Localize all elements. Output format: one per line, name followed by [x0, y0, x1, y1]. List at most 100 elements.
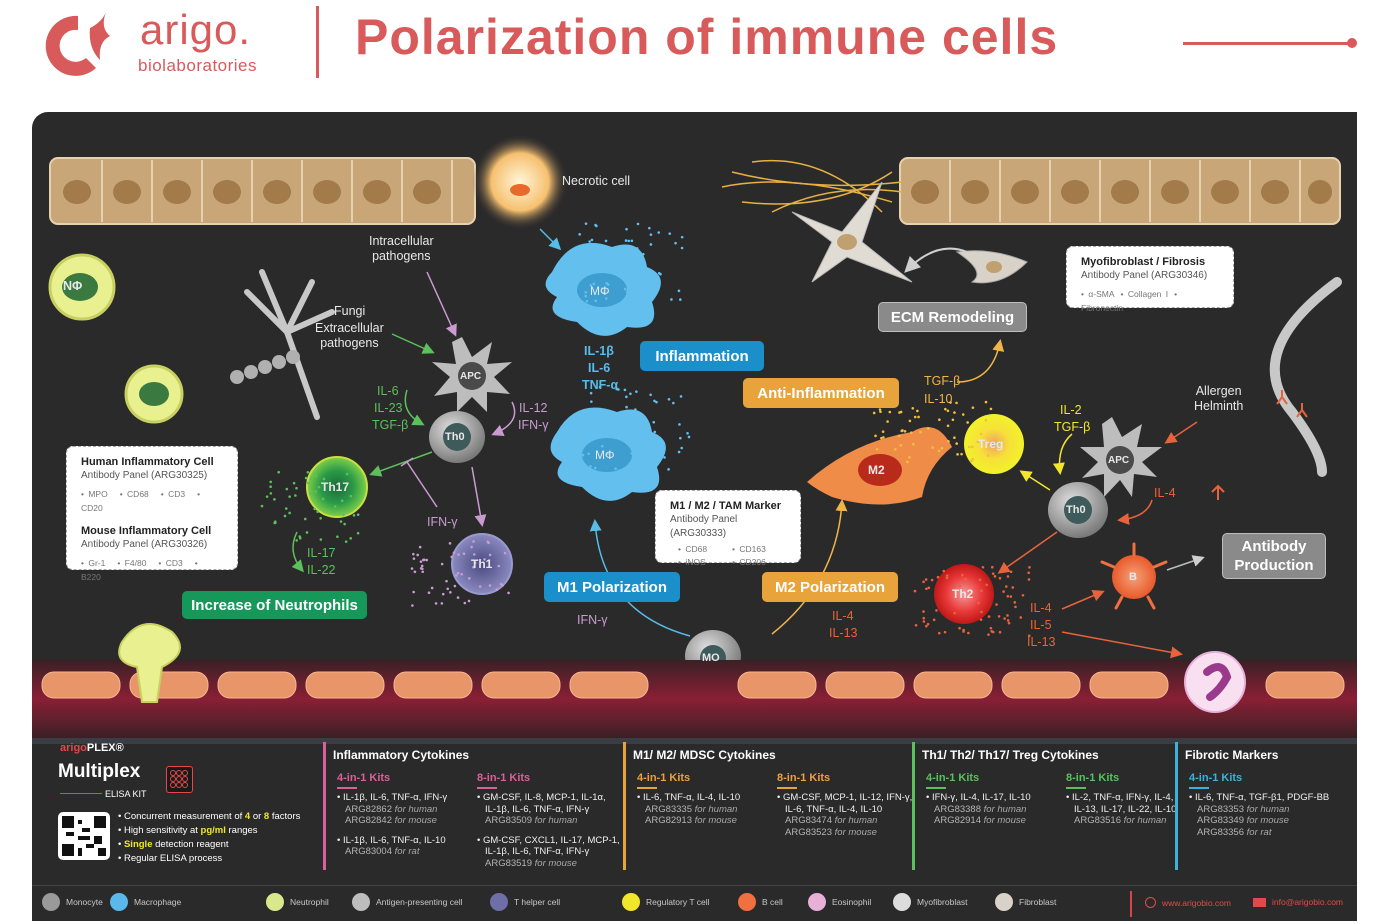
cytokine-dot: [874, 434, 877, 438]
cytokine-dot: [971, 594, 975, 598]
cytokine-dot: [349, 537, 352, 540]
extracellular-pathogens-label: Extracellular pathogens: [315, 321, 384, 350]
cytokine-dot: [680, 235, 684, 239]
kit-targets: • IL-1β, IL-6, TNF-α, IL-10: [337, 834, 446, 846]
email-link[interactable]: info@arigobio.com: [1253, 897, 1343, 907]
tam-marker-card: M1 / M2 / TAM Marker Antibody Panel (ARG…: [655, 490, 801, 567]
cytokine-dot: [680, 446, 684, 450]
cytokine-dot: [899, 410, 903, 414]
ifn-gamma-inhibition: [400, 457, 438, 508]
cytokine-dot: [635, 448, 639, 452]
cytokine-dot: [295, 539, 298, 542]
cytokine-dot: [602, 433, 606, 436]
cytokine-dot: [967, 445, 971, 449]
cytokine-dot: [298, 535, 302, 538]
th17-inducer-1: IL-6: [377, 384, 399, 398]
helminth: [1269, 277, 1342, 477]
cytokine-dot: [926, 622, 930, 626]
eosinophil-cell: [1184, 651, 1246, 713]
necrosis-to-macrophage-arrow: [539, 228, 562, 251]
catalog-number: ARG83474: [785, 815, 833, 826]
cytokine-dot: [460, 572, 463, 576]
th1-label: Th1: [471, 557, 493, 571]
kit-heading: 4-in-1 Kits: [637, 772, 691, 784]
cytokine-dot: [463, 601, 467, 605]
cytokine-dot: [989, 626, 993, 630]
column-title: M1/ M2/ MDSC Cytokines: [633, 748, 776, 762]
treg-icon: [622, 893, 640, 911]
cytokine-dot: [284, 507, 288, 510]
marker: • B220: [81, 558, 198, 582]
m1-cytokine-1: IL-1β: [584, 344, 614, 358]
cytokine-dot: [922, 580, 925, 584]
marker: • CD3: [158, 558, 183, 568]
th1-inducer-1: IL-12: [519, 401, 548, 415]
cytokine-dot: [633, 423, 636, 426]
cytokine-dot: [488, 553, 492, 557]
tam-panel-id: Antibody Panel (ARG30333): [670, 514, 738, 539]
cytokine-dot: [594, 299, 598, 303]
cytokine-dot: [946, 409, 950, 413]
cytokine-dot: [288, 495, 291, 498]
cytokine-dot: [953, 611, 956, 615]
th0-to-treg-arrow: [1019, 470, 1051, 491]
cytokine-dot: [625, 255, 628, 259]
apc-icon: [352, 893, 370, 911]
catalog-number: ARG82914: [934, 815, 982, 826]
cytokine-dot: [440, 562, 444, 566]
cytokine-dot: [655, 400, 658, 404]
kit-targets: • IFN-γ, IL-4, IL-17, IL-10: [926, 792, 1031, 803]
cytokine-dot: [903, 430, 907, 433]
th2-output-2: IL-5: [1030, 618, 1052, 632]
cytokine-dot: [922, 620, 926, 623]
legend-item: Eosinophil: [808, 893, 871, 911]
logo-wordmark: arigo.: [140, 6, 252, 53]
cytokine-dot: [944, 407, 947, 411]
cytokine-dot: [273, 498, 276, 501]
cytokine-dot: [967, 631, 970, 635]
marker: • CD206: [732, 557, 766, 567]
cytokine-dot: [344, 540, 348, 543]
cytokine-dot: [1014, 605, 1017, 609]
kit-heading: 4-in-1 Kits: [926, 772, 980, 784]
cytokine-dot: [925, 587, 928, 591]
bacteria-chain: [230, 350, 300, 384]
cytokine-dot: [314, 490, 317, 493]
cytokine-dot: [649, 233, 653, 236]
feature-2: • High sensitivity at pg/ml ranges: [118, 825, 258, 836]
cytokine-dot: [336, 535, 339, 539]
m1-cytokine-3: TNF-α: [582, 378, 619, 392]
marker: • Fibronectin: [1081, 289, 1178, 313]
cytokine-dot: [630, 239, 634, 243]
cytokine-dot: [956, 453, 959, 456]
marker: • CD20: [81, 489, 201, 513]
cytokine-dot: [984, 418, 988, 422]
cytokine-dot: [487, 541, 490, 545]
qr-code[interactable]: [58, 812, 110, 860]
human-panel-id: Antibody Panel (ARG30325): [81, 470, 208, 481]
cytokine-dot: [427, 591, 431, 595]
cytokine-dot: [1006, 575, 1010, 578]
catalog-number: ARG83523: [785, 826, 833, 838]
cytokine-dot: [679, 395, 683, 398]
website-link[interactable]: www.arigobio.com: [1145, 897, 1231, 908]
cytokine-dot: [958, 584, 962, 588]
cytokine-dot: [980, 610, 983, 614]
email-text: info@arigobio.com: [1272, 897, 1343, 907]
catalog-line: ARG82842 for mouse: [337, 815, 447, 827]
cytokine-dot: [872, 411, 876, 415]
cytokine-dot: [283, 514, 287, 518]
cytokine-dot: [977, 601, 980, 605]
catalog-line: ARG83519 for mouse: [477, 858, 620, 870]
legend-label: Myofibroblast: [917, 897, 968, 907]
th2-label: Th2: [952, 587, 974, 601]
legend-item: Fibroblast: [995, 893, 1056, 911]
mail-icon: [1253, 897, 1266, 907]
cytokine-dot: [949, 401, 952, 404]
kit-item: • IL-2, TNF-α, IFN-γ, IL-4,IL-13, IL-17,…: [1066, 792, 1176, 827]
catalog-number: ARG83335: [645, 803, 693, 815]
multiplex-title: Multiplex: [58, 761, 141, 782]
